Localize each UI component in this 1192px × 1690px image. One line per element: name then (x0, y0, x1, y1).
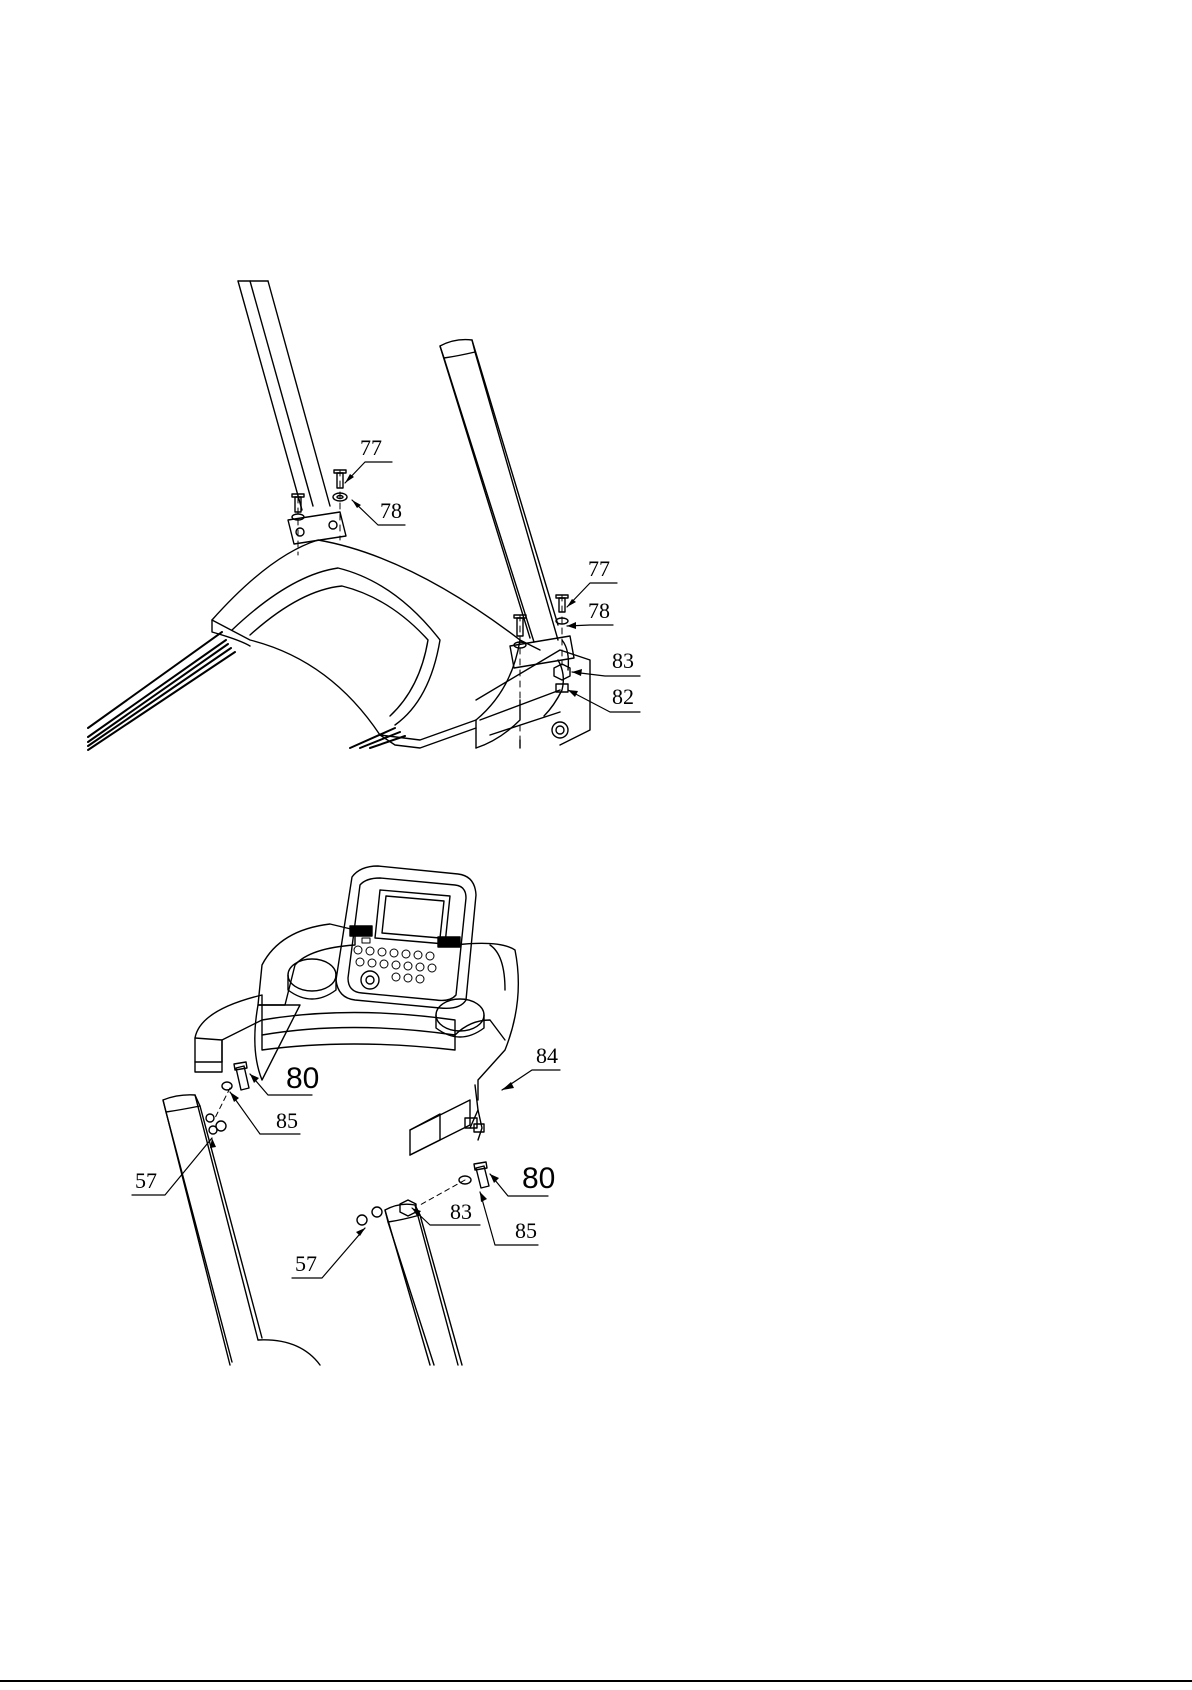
callout-57-right: 57 (295, 1251, 317, 1276)
callout-78-right: 78 (588, 598, 610, 623)
left-lower-upright (163, 1095, 320, 1365)
console-body (336, 866, 476, 1008)
left-upright-tube (238, 281, 330, 510)
washer-85-left (222, 1082, 232, 1090)
motor-hood (212, 540, 540, 748)
callout-85-left: 85 (276, 1108, 298, 1133)
console-keypad (354, 938, 436, 983)
left-bracket-plate (288, 512, 346, 544)
right-lower-upright (385, 1204, 462, 1365)
callout-77-right: 77 (588, 556, 610, 581)
callout-57-left: 57 (135, 1168, 157, 1193)
callout-83: 83 (612, 648, 634, 673)
callout-83-lower: 83 (450, 1199, 472, 1224)
callout-78-left: 78 (380, 498, 402, 523)
nut-83-lower (400, 1200, 416, 1216)
figure-upright-base: 77 78 77 78 83 82 (88, 281, 640, 750)
callout-85-right: 85 (515, 1218, 537, 1243)
console-wiring-84 (465, 1085, 484, 1140)
callout-82: 82 (612, 684, 634, 709)
callout-77-top-left: 77 (360, 435, 382, 460)
figure-console-handlebar: 80 85 84 57 80 83 85 57 (132, 866, 560, 1365)
bolt-80-right (474, 1162, 489, 1188)
bolt-80-left (234, 1062, 249, 1090)
running-belt-rails (88, 632, 405, 750)
footer-rule (0, 1680, 1192, 1682)
callout-80-right: 80 (522, 1162, 555, 1195)
screw-57-right (357, 1207, 382, 1225)
callout-84: 84 (536, 1043, 558, 1068)
callout-80-left: 80 (286, 1062, 319, 1095)
